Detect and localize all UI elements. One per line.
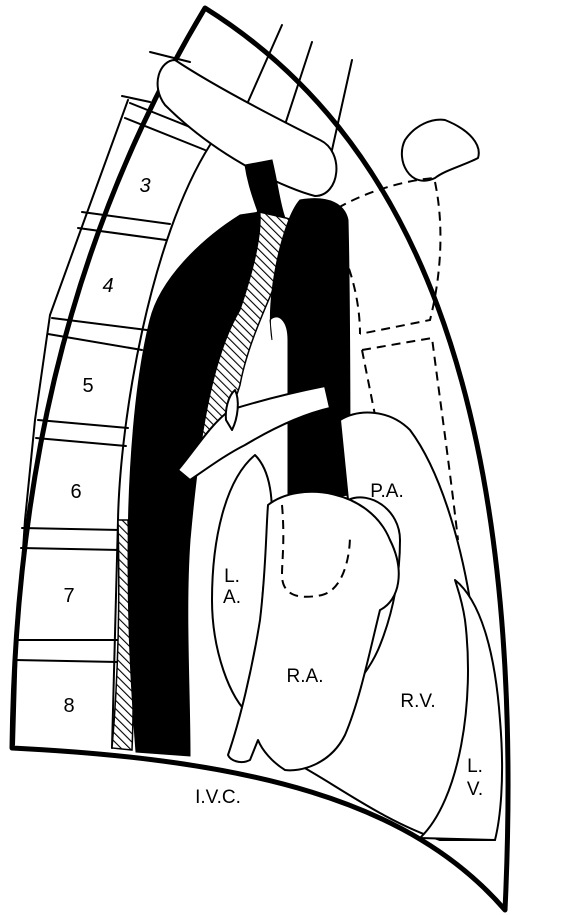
label-pa: P.A. [370,481,403,502]
label-la-line2: A. [223,587,241,608]
rib-label-8: 8 [63,695,74,717]
rib-label-7: 7 [63,585,74,607]
label-ivc: I.V.C. [195,787,241,808]
rib-label-3: 3 [139,175,150,197]
label-ra: R.A. [287,666,324,687]
label-rv: R.V. [400,691,435,712]
clavicle-right [402,120,479,181]
label-lv-line1: L. [467,756,483,777]
rib-label-4: 4 [102,275,113,297]
label-la-line1: L. [224,566,240,587]
rib-label-6: 6 [70,481,81,503]
aortic-arch [270,199,350,500]
label-lv-line2: V. [467,779,483,800]
rib-label-5: 5 [82,375,93,397]
